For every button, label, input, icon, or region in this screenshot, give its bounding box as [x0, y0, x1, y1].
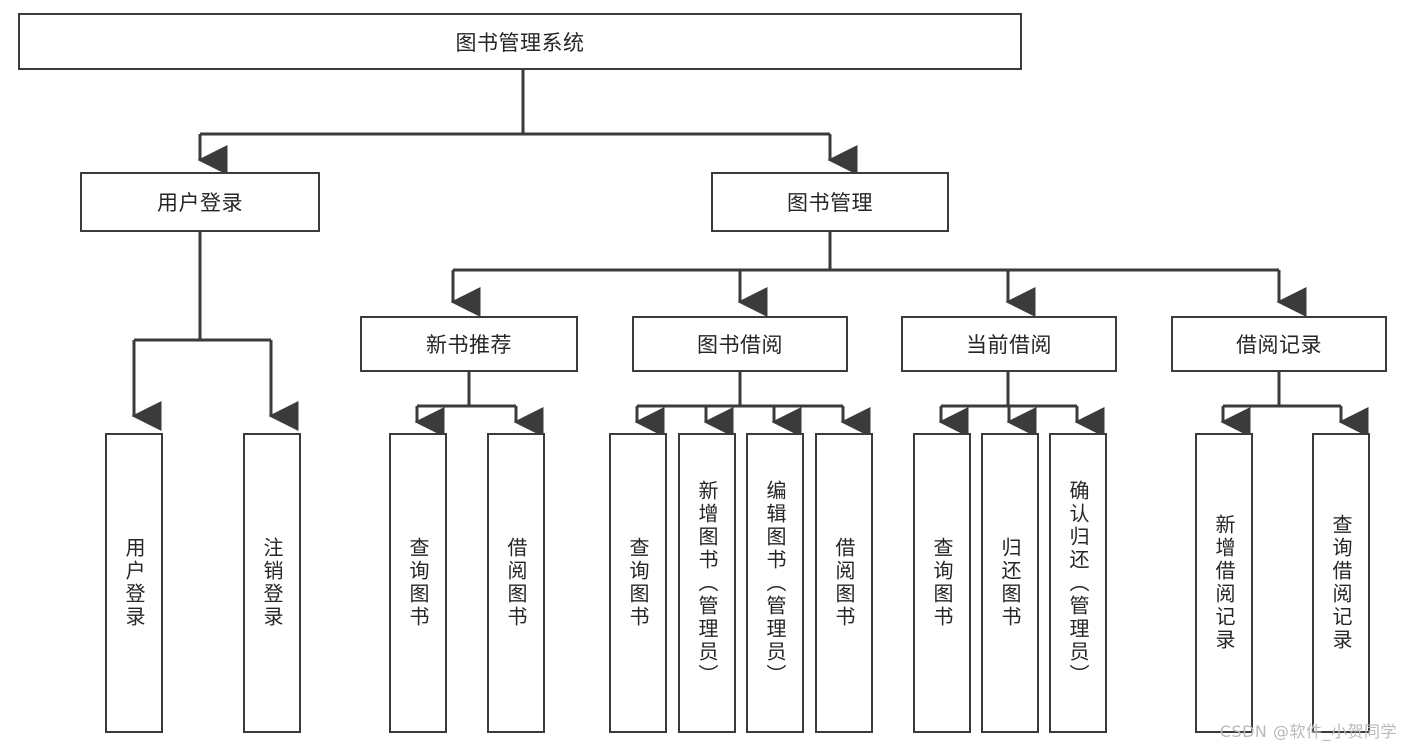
node-book-management[interactable]: 图书管理: [711, 172, 949, 232]
leaf-query-book-2[interactable]: 查询图书: [609, 433, 667, 733]
node-book-borrow[interactable]: 图书借阅: [632, 316, 848, 372]
node-user-login-label: 用户登录: [157, 191, 243, 215]
leaf-query-record[interactable]: 查询借阅记录: [1312, 433, 1370, 733]
leaf-add-record[interactable]: 新增借阅记录: [1195, 433, 1253, 733]
leaf-confirm-return-label: 确认归还（管理员）: [1066, 479, 1090, 687]
leaf-query-book-1-label: 查询图书: [406, 537, 430, 629]
leaf-query-book-2-label: 查询图书: [626, 537, 650, 629]
node-borrow-record[interactable]: 借阅记录: [1171, 316, 1387, 372]
node-user-login[interactable]: 用户登录: [80, 172, 320, 232]
node-root[interactable]: 图书管理系统: [18, 13, 1022, 70]
leaf-return-book[interactable]: 归还图书: [981, 433, 1039, 733]
node-root-label: 图书管理系统: [455, 30, 585, 55]
leaf-borrow-book-2-label: 借阅图书: [832, 537, 856, 629]
leaf-borrow-book-2[interactable]: 借阅图书: [815, 433, 873, 733]
leaf-query-book-3[interactable]: 查询图书: [913, 433, 971, 733]
leaf-edit-book[interactable]: 编辑图书（管理员）: [746, 433, 804, 733]
watermark: CSDN @软件_小贺同学: [1219, 722, 1397, 741]
node-book-borrow-label: 图书借阅: [697, 333, 783, 357]
leaf-add-book[interactable]: 新增图书（管理员）: [678, 433, 736, 733]
leaf-user-login-label: 用户登录: [122, 537, 146, 629]
leaf-borrow-book-1-label: 借阅图书: [504, 537, 528, 629]
node-current-borrow-label: 当前借阅: [966, 333, 1052, 357]
leaf-query-book-3-label: 查询图书: [930, 537, 954, 629]
leaf-borrow-book-1[interactable]: 借阅图书: [487, 433, 545, 733]
leaf-add-record-label: 新增借阅记录: [1212, 514, 1236, 652]
leaf-confirm-return[interactable]: 确认归还（管理员）: [1049, 433, 1107, 733]
node-book-management-label: 图书管理: [787, 191, 873, 215]
leaf-logout-login[interactable]: 注销登录: [243, 433, 301, 733]
leaf-query-record-label: 查询借阅记录: [1329, 514, 1353, 652]
leaf-user-login[interactable]: 用户登录: [105, 433, 163, 733]
node-new-book-recommend-label: 新书推荐: [426, 333, 512, 357]
leaf-return-book-label: 归还图书: [998, 537, 1022, 629]
leaf-edit-book-label: 编辑图书（管理员）: [763, 479, 787, 687]
node-borrow-record-label: 借阅记录: [1236, 333, 1322, 357]
node-current-borrow[interactable]: 当前借阅: [901, 316, 1117, 372]
leaf-add-book-label: 新增图书（管理员）: [695, 479, 719, 687]
leaf-query-book-1[interactable]: 查询图书: [389, 433, 447, 733]
node-new-book-recommend[interactable]: 新书推荐: [360, 316, 578, 372]
leaf-logout-login-label: 注销登录: [260, 537, 284, 629]
